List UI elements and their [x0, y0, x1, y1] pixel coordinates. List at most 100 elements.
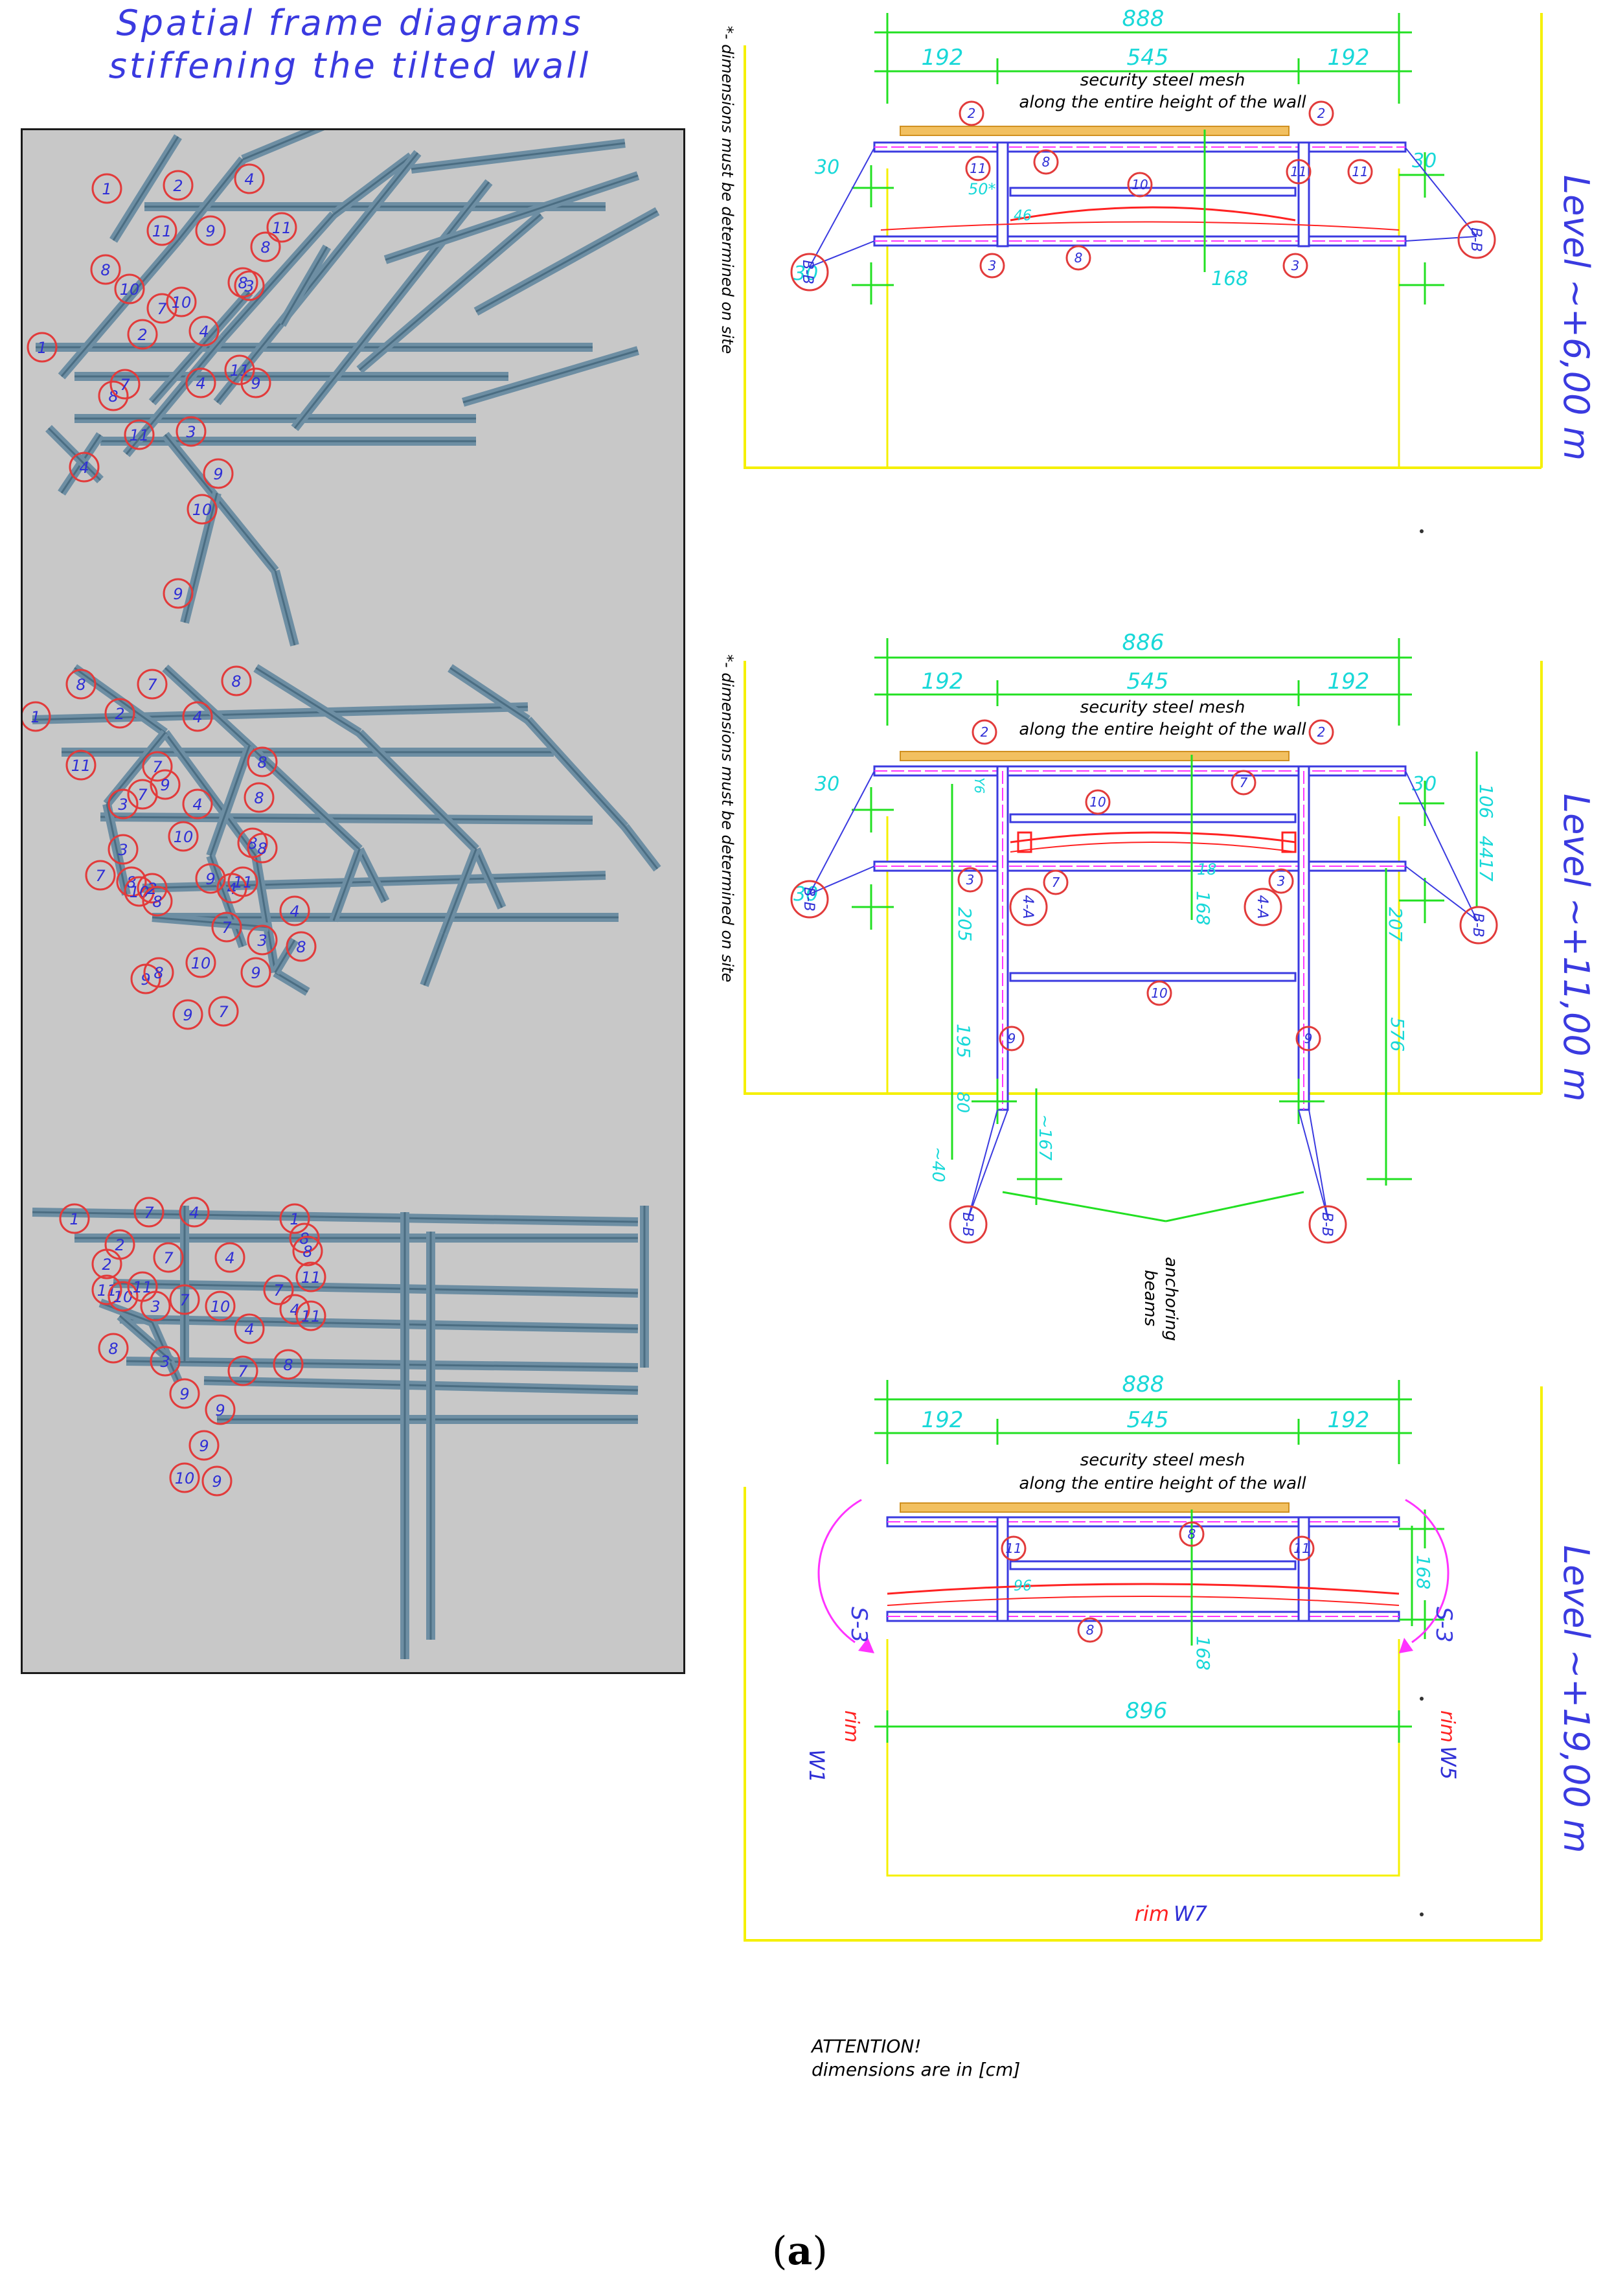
member-mark: 1	[59, 1203, 90, 1234]
member-mark: 8	[98, 380, 129, 411]
member-mark: 7	[263, 1274, 294, 1305]
member-mark: 8	[292, 1235, 323, 1267]
frame-beam-edge	[423, 933, 445, 986]
member-mark: 7	[211, 912, 242, 943]
plan-member-mark: 9	[1295, 1026, 1321, 1051]
member-mark: 9	[201, 1465, 233, 1497]
member-mark-label: 11	[301, 1307, 321, 1326]
member-mark-label: 8	[296, 938, 306, 956]
member-mark-label: 3	[186, 423, 196, 441]
frame-beam-edge	[203, 1379, 639, 1392]
plan3-mesh-line2: along the entire height of the wall	[1019, 1474, 1306, 1493]
member-mark: 7	[109, 369, 141, 400]
plan-member-mark-label: 2	[1317, 106, 1326, 121]
plan-member-mark-label: 7	[1240, 775, 1248, 790]
member-mark: 9	[205, 1394, 236, 1425]
plan2-dim-40: ~40	[928, 1147, 948, 1182]
member-mark: 9	[203, 458, 234, 489]
member-mark-label: 8	[257, 840, 267, 858]
plan2-section-bb-right: B-B	[1470, 913, 1486, 937]
member-mark-label: 9	[213, 465, 223, 483]
plan2-dim-17: 17	[1475, 858, 1497, 882]
frame-beam-edge	[359, 213, 541, 371]
frame-beam-edge	[32, 1211, 639, 1223]
plan1-dim-30a: 30	[815, 156, 839, 179]
member-mark: 8	[98, 1333, 129, 1364]
plan2-dim-205: 205	[954, 907, 975, 941]
member-mark-label: 11	[272, 219, 292, 237]
member-mark-label: 7	[120, 376, 130, 394]
plan-member-mark-label: 11	[1005, 1541, 1021, 1556]
plan1-dim-30b: 30	[793, 262, 818, 285]
member-mark: 3	[140, 1291, 171, 1322]
member-mark-label: 4	[196, 374, 205, 393]
member-mark-label: 4	[244, 170, 254, 189]
frame-beam-edge	[255, 667, 360, 734]
member-mark: 11	[295, 1261, 326, 1292]
plan2-dim-192-left: 192	[922, 669, 964, 695]
plan-member-mark: 8	[1033, 149, 1059, 175]
plan2-mesh-line2: along the entire height of the wall	[1019, 720, 1306, 739]
member-mark-label: 11	[130, 426, 150, 444]
member-mark-label: 7	[222, 919, 232, 937]
plan3-dim-545: 545	[1127, 1407, 1169, 1433]
plan-member-mark: 3	[979, 253, 1005, 279]
frame-beam-edge	[152, 916, 269, 928]
member-mark: 3	[234, 270, 265, 301]
plan-member-mark: 11	[1286, 159, 1312, 185]
member-mark: 4	[182, 701, 213, 732]
plan-member-mark: 2	[1308, 100, 1334, 126]
member-mark: 11	[146, 215, 177, 246]
plan3-mesh-line1: security steel mesh	[1080, 1451, 1245, 1470]
member-mark-label: 7	[163, 1249, 174, 1267]
frame-beam-edge	[274, 570, 296, 646]
frame-beam-edge	[527, 718, 626, 828]
member-mark-label: 8	[238, 274, 247, 292]
member-mark: 11	[227, 866, 258, 897]
member-mark: 9	[150, 769, 181, 800]
frame-beam-edge	[333, 155, 412, 216]
plan-member-mark-label: 3	[988, 258, 997, 273]
member-mark-label: 1	[102, 180, 111, 198]
member-mark-label: 8	[153, 964, 163, 982]
plan-member-mark-label: 3	[1291, 258, 1300, 273]
member-mark: 7	[133, 1197, 165, 1228]
member-mark: 3	[176, 416, 207, 447]
plan-member-mark-label: 11	[1352, 164, 1368, 179]
member-mark-label: 10	[174, 828, 194, 846]
member-mark-label: 10	[120, 281, 140, 299]
member-mark: 9	[172, 999, 203, 1030]
plan-member-mark-label: 8	[1086, 1622, 1095, 1638]
member-mark: 9	[169, 1378, 200, 1409]
member-mark-label: 2	[115, 705, 124, 723]
member-mark-label: 10	[172, 293, 192, 312]
member-mark-label: 8	[108, 387, 118, 406]
member-mark: 8	[90, 254, 121, 285]
member-mark: 11	[266, 212, 297, 243]
member-mark-label: 9	[205, 870, 215, 888]
member-mark-label: 4	[79, 459, 89, 477]
member-mark-label: 8	[152, 893, 162, 911]
member-mark-label: 7	[238, 1362, 248, 1381]
member-mark-label: 9	[215, 1401, 225, 1419]
member-mark-label: 8	[100, 261, 110, 279]
plan-member-mark: 3	[957, 867, 983, 893]
plan-member-mark: 11	[1001, 1535, 1027, 1561]
member-mark-label: 10	[210, 1298, 231, 1316]
plan3-rim-right-id: W5	[1436, 1746, 1461, 1780]
member-mark: 9	[195, 215, 226, 246]
plan3-dim-888: 888	[1122, 1372, 1165, 1397]
member-mark: 8	[247, 746, 278, 777]
plan-member-mark: 10	[1085, 789, 1111, 815]
member-mark: 11	[124, 419, 155, 450]
plan3-dim-192-left: 192	[922, 1407, 964, 1433]
frame-beam-edge	[385, 174, 639, 261]
member-mark-label: 4	[192, 796, 202, 814]
member-mark-label: 1	[290, 1210, 299, 1228]
member-mark-label: 4	[189, 1204, 199, 1222]
member-mark: 10	[166, 286, 197, 317]
member-mark-label: 11	[301, 1269, 321, 1287]
member-mark-label: 3	[118, 796, 128, 814]
frame-beam-edge	[358, 849, 387, 902]
